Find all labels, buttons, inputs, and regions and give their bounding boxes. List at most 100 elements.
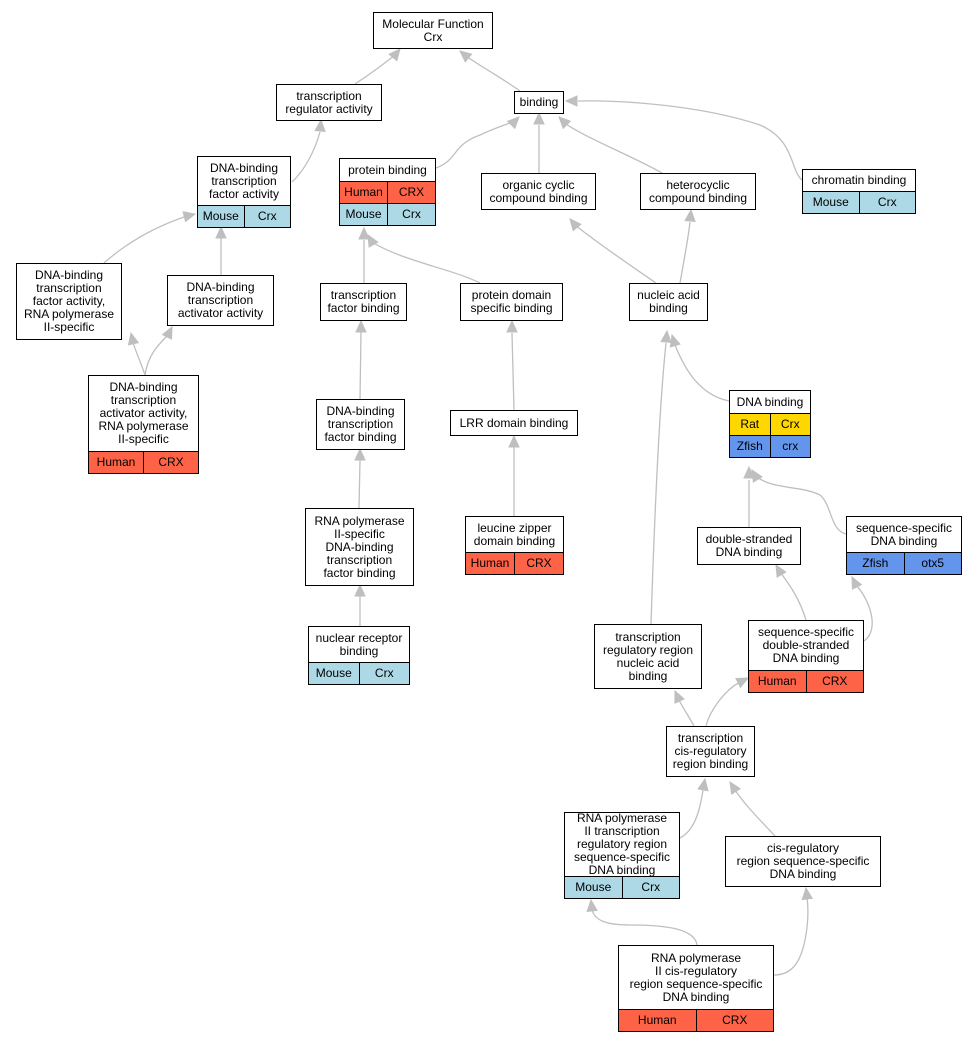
go-term-pdsb[interactable]: protein domain specific binding	[460, 283, 563, 321]
species-cell: Mouse	[812, 195, 849, 209]
edge-trnab-to-nab	[650, 342, 667, 625]
go-term-label: DNA binding	[736, 394, 804, 409]
go-term-trnab[interactable]: transcription regulatory region nucleic …	[594, 624, 702, 689]
edge-pdsb-to-pb	[371, 241, 481, 284]
species-cell: Zfish	[736, 439, 763, 453]
arrowhead	[355, 319, 367, 333]
edge-crrss-to-tcrrb	[734, 789, 776, 837]
arrowhead	[851, 575, 863, 590]
arrowhead	[161, 325, 173, 340]
go-term-mf[interactable]: Molecular Function Crx	[373, 12, 493, 49]
arrowhead	[388, 48, 401, 62]
go-term-label: transcription cis-regulatory region bind…	[672, 731, 749, 771]
gene-cell: CRX	[387, 182, 435, 203]
go-term-label: leucine zipper domain binding	[473, 520, 556, 548]
edge-dbtfa-to-tra	[291, 131, 321, 183]
go-term-label: transcription regulator activity	[285, 88, 373, 116]
go-term-binding[interactable]: binding	[514, 91, 564, 114]
arrowhead	[684, 208, 696, 222]
go-term-dbtaa[interactable]: DNA-binding transcription activator acti…	[167, 275, 274, 326]
arrowhead	[586, 898, 598, 913]
go-term-lrr[interactable]: LRR domain binding	[450, 410, 578, 436]
go-term-crrss[interactable]: cis-regulatory region sequence-specific …	[725, 836, 881, 887]
gene-cell: CRX	[514, 553, 563, 574]
arrowhead	[358, 226, 370, 240]
go-term-dsdna[interactable]: double-stranded DNA binding	[697, 527, 801, 565]
go-term-rnap2trr[interactable]: RNA polymerase II transcription regulato…	[564, 812, 680, 899]
go-term-ocb[interactable]: organic cyclic compound binding	[481, 173, 596, 210]
go-term-tfb[interactable]: transcription factor binding	[320, 283, 407, 321]
go-term-label: LRR domain binding	[459, 415, 569, 430]
arrowhead	[182, 211, 197, 223]
go-term-label: RNA polymerase II transcription regulato…	[573, 811, 671, 877]
go-term-label: organic cyclic compound binding	[489, 177, 588, 205]
go-term-dbtf2[interactable]: DNA-binding transcription factor activit…	[16, 263, 122, 340]
arrowhead	[775, 563, 787, 578]
edge-dbtaa2-to-dbtf2	[132, 341, 146, 376]
go-term-rnap2[interactable]: RNA polymerase II-specific DNA-binding t…	[305, 508, 414, 586]
gene-cell: Crx	[858, 192, 916, 213]
go-term-ssdsdna[interactable]: sequence-specific double-stranded DNA bi…	[748, 620, 864, 693]
arrowhead	[558, 116, 572, 130]
go-term-label: RNA polymerase II cis-regulatory region …	[629, 950, 763, 1004]
go-term-hcb[interactable]: heterocyclic compound binding	[640, 173, 756, 210]
go-term-rnap2crr[interactable]: RNA polymerase II cis-regulatory region …	[618, 945, 774, 1032]
arrowhead	[751, 468, 763, 483]
species-cell: Mouse	[315, 666, 352, 680]
go-term-label: nuclear receptor binding	[315, 630, 403, 658]
arrowhead	[367, 233, 379, 248]
go-term-nab[interactable]: nucleic acid binding	[629, 283, 708, 321]
annotation-row: Mouse Crx	[803, 191, 915, 213]
go-term-dbtfa[interactable]: DNA-binding transcription factor activit…	[197, 156, 291, 228]
annotation-row: Human CRX	[466, 552, 563, 574]
gene-cell: Crx	[621, 877, 680, 898]
edge-chb-to-binding	[577, 100, 803, 181]
go-term-label: binding	[519, 95, 559, 109]
arrowhead	[660, 329, 672, 343]
arrowhead	[569, 218, 582, 232]
edge-ssdsdna-to-dsdna	[779, 571, 807, 621]
edge-dnab-to-nab	[674, 344, 730, 402]
arrowhead	[354, 447, 366, 461]
arrowhead	[508, 434, 520, 448]
arrowhead	[669, 333, 681, 348]
go-term-dbtfb[interactable]: DNA-binding transcription factor binding	[316, 399, 405, 450]
species-cell: Human	[96, 455, 136, 469]
edge-tra-to-mf	[354, 54, 396, 85]
go-term-tcrrb[interactable]: transcription cis-regulatory region bind…	[666, 726, 755, 777]
arrowhead	[697, 777, 709, 792]
edge-rnap2crr-to-rnap2trr	[591, 909, 698, 946]
edge-rnap2-to-dbtfb	[358, 459, 361, 509]
edge-ssdna-to-dnab	[754, 474, 847, 535]
arrowhead	[459, 50, 473, 63]
go-term-tra[interactable]: transcription regulator activity	[276, 84, 382, 121]
edge-binding-to-mf	[465, 55, 521, 92]
edge-rnap2trr-to-tcrrb	[679, 789, 704, 839]
go-term-dbtaa2[interactable]: DNA-binding transcription activator acti…	[88, 375, 199, 474]
species-cell: Rat	[740, 417, 760, 431]
go-term-label: transcription regulatory region nucleic …	[602, 629, 694, 683]
arrowhead	[354, 583, 366, 597]
arrowhead	[674, 689, 685, 704]
edge-lrr-to-pdsb	[511, 332, 515, 411]
go-term-label: protein binding	[348, 162, 427, 177]
gene-cell: Crx	[769, 414, 811, 435]
gene-cell: Crx	[387, 204, 435, 225]
annotation-row: Rat Crx	[730, 413, 810, 435]
edge-hcb-to-binding	[565, 123, 663, 174]
species-cell: Human	[470, 556, 510, 570]
